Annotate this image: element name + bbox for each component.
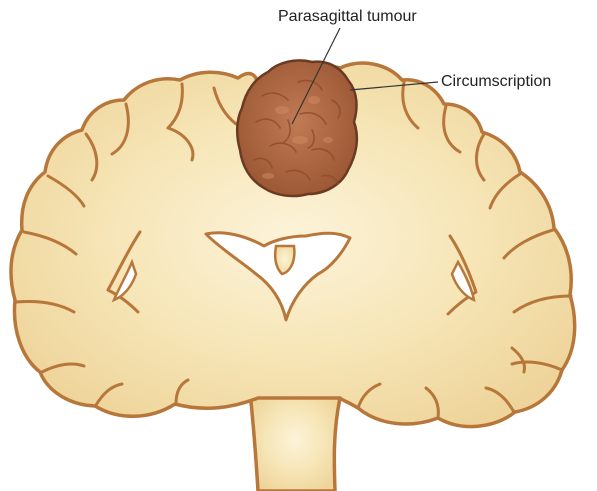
parasagittal-tumour	[237, 60, 357, 196]
brainstem	[250, 392, 340, 491]
parasagittal-tumour-label: Parasagittal tumour	[278, 8, 417, 26]
circumscription-label: Circumscription	[441, 73, 551, 91]
